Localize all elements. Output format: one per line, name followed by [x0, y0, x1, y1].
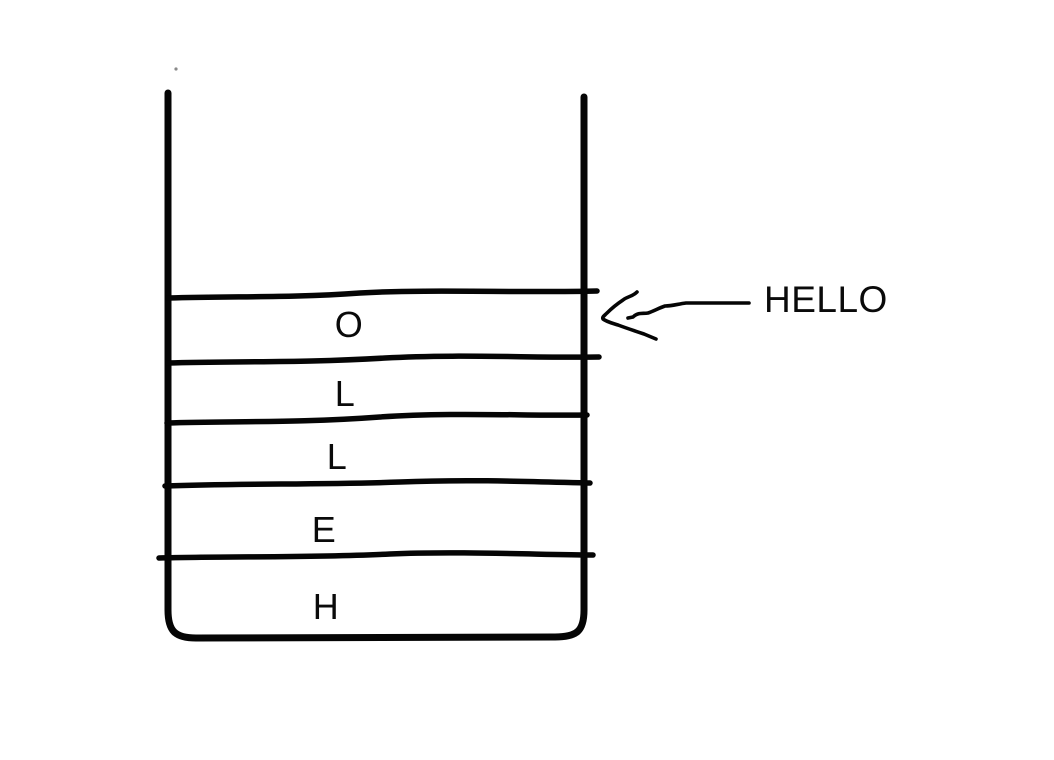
- level-divider-line-3: [164, 411, 590, 426]
- stack-cell-letter-top: O: [334, 304, 364, 345]
- arrow-shaft: [626, 301, 751, 320]
- level-divider-line-5: [156, 550, 596, 561]
- arrow-head-icon: [600, 290, 658, 341]
- annotation-label: HELLO: [764, 278, 888, 320]
- stray-pen-dot: [174, 67, 178, 71]
- stack-cell-letter-4: E: [311, 509, 337, 550]
- level-divider-line-4: [162, 477, 593, 489]
- level-divider-line-2: [165, 353, 602, 366]
- stack-cell-letter-2: L: [334, 373, 356, 414]
- stack-cell-letter-3: L: [326, 436, 348, 477]
- stack-cell-letter-bottom: H: [312, 586, 340, 627]
- level-divider-line-top: [165, 288, 600, 301]
- stack-container-outline: [164, 89, 588, 642]
